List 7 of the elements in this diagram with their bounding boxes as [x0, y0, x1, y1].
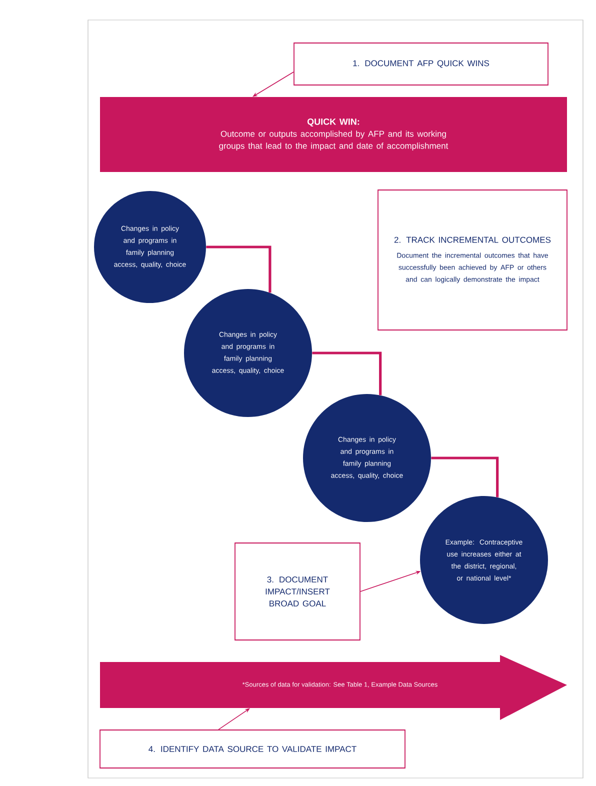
step-box: 1. DOCUMENT AFP QUICK WINS [294, 42, 548, 86]
connector-line [431, 456, 499, 498]
connector-line [206, 246, 272, 293]
connector-line [312, 352, 382, 396]
quick-win-banner: QUICK WIN: Outcome or outputs accomplished by AFP and its working groups that lead to the impact and date of accomplishment [100, 97, 567, 172]
step-box: 3. DOCUMENT IMPACT/INSERT BROAD GOAL [234, 542, 360, 640]
step-box: 4. IDENTIFY DATA SOURCE TO VALIDATE IMPACT [100, 730, 406, 768]
